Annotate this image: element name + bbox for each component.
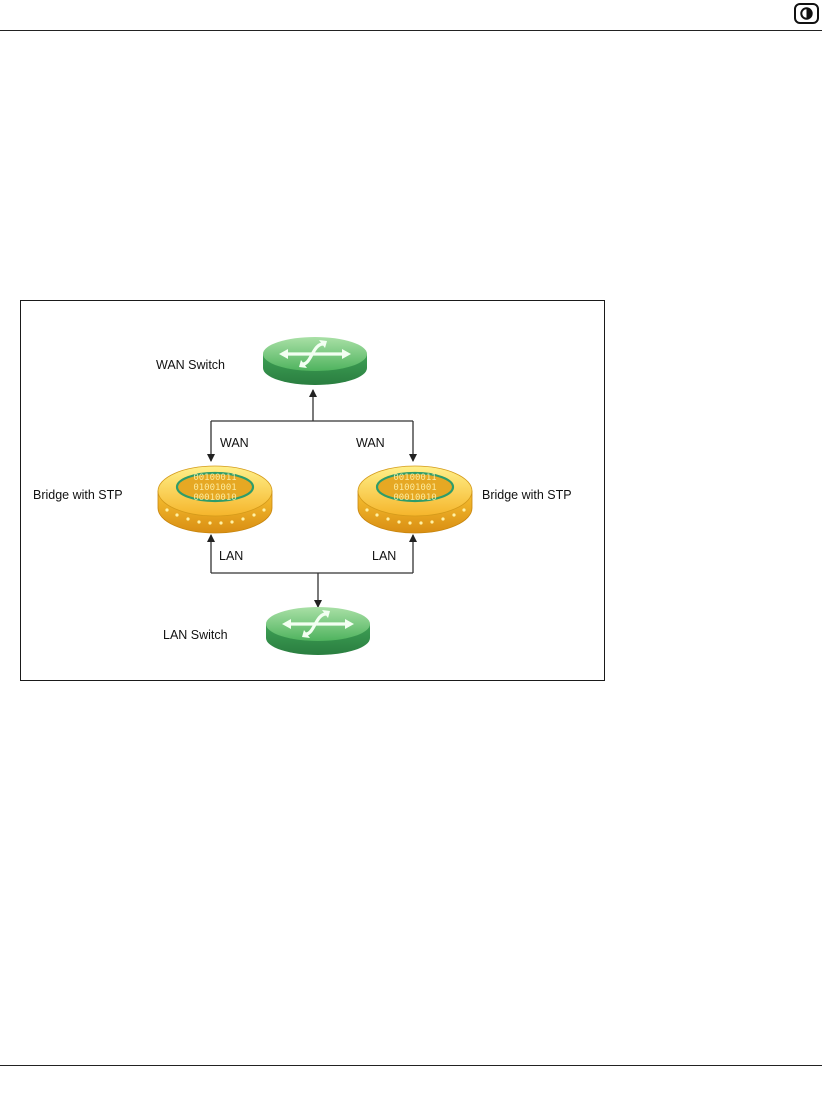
port-label-wan-left: WAN xyxy=(220,436,249,450)
footer-rule xyxy=(0,1065,822,1066)
bits-line: 01001001 xyxy=(393,483,436,493)
bits-line: 00100011 xyxy=(393,473,436,483)
lan-switch-label: LAN Switch xyxy=(163,628,228,642)
bits-line: 00100011 xyxy=(193,473,236,483)
network-diagram: 00100011 01001001 00010010 00100011 0100… xyxy=(21,301,604,680)
port-label-lan-right: LAN xyxy=(372,549,396,563)
lan-switch-icon xyxy=(266,607,370,655)
bits-line: 00010010 xyxy=(393,493,436,503)
bits-line: 00010010 xyxy=(193,493,236,503)
bridge-right-icon: 00100011 01001001 00010010 xyxy=(358,466,472,533)
network-diagram-figure: 00100011 01001001 00010010 00100011 0100… xyxy=(20,300,605,681)
wan-switch-icon xyxy=(263,337,367,385)
brand-logo-icon xyxy=(794,3,819,24)
bridge-left-icon: 00100011 01001001 00010010 xyxy=(158,466,272,533)
bridge-right-label: Bridge with STP xyxy=(482,488,572,502)
header-rule xyxy=(0,30,822,31)
bridge-left-label: Bridge with STP xyxy=(33,488,123,502)
bits-line: 01001001 xyxy=(193,483,236,493)
wan-switch-label: WAN Switch xyxy=(156,358,225,372)
port-label-lan-left: LAN xyxy=(219,549,243,563)
port-label-wan-right: WAN xyxy=(356,436,385,450)
